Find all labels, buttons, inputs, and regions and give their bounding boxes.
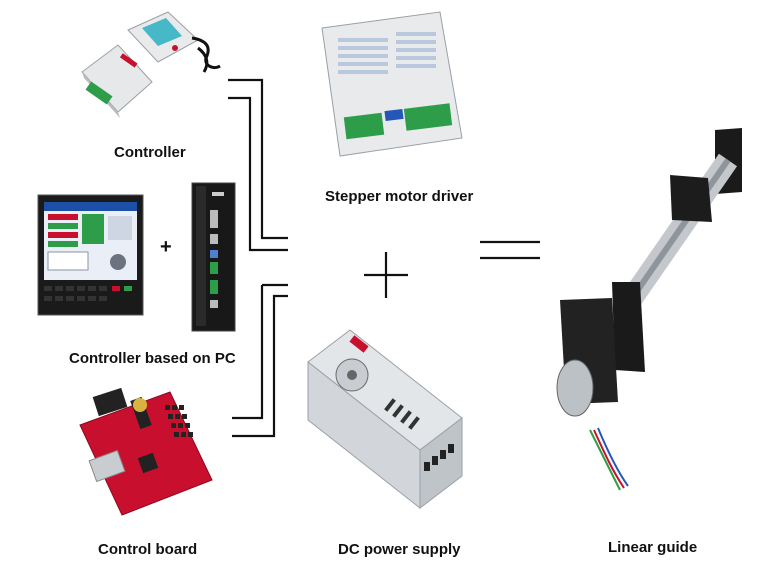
label-linear-guide: Linear guide <box>608 539 698 556</box>
equals-sign <box>480 240 540 260</box>
label-controller: Controller <box>114 144 186 161</box>
plus-small: + <box>160 236 172 258</box>
industrial-pc-icon <box>191 182 236 332</box>
control-board-icon <box>79 387 213 516</box>
power-supply-icon <box>307 329 463 510</box>
controller-icon <box>81 11 221 118</box>
label-control-board: Control board <box>98 541 198 558</box>
label-stepper-driver: Stepper motor driver <box>325 188 474 205</box>
stepper-driver-icon <box>321 11 463 157</box>
connector-lines <box>228 78 288 438</box>
label-controller-pc: Controller based on PC <box>69 350 236 367</box>
plus-sign <box>364 252 408 298</box>
pc-screen-icon <box>37 194 144 316</box>
linear-guide-icon <box>556 128 742 491</box>
label-dc-power: DC power supply <box>338 541 461 558</box>
